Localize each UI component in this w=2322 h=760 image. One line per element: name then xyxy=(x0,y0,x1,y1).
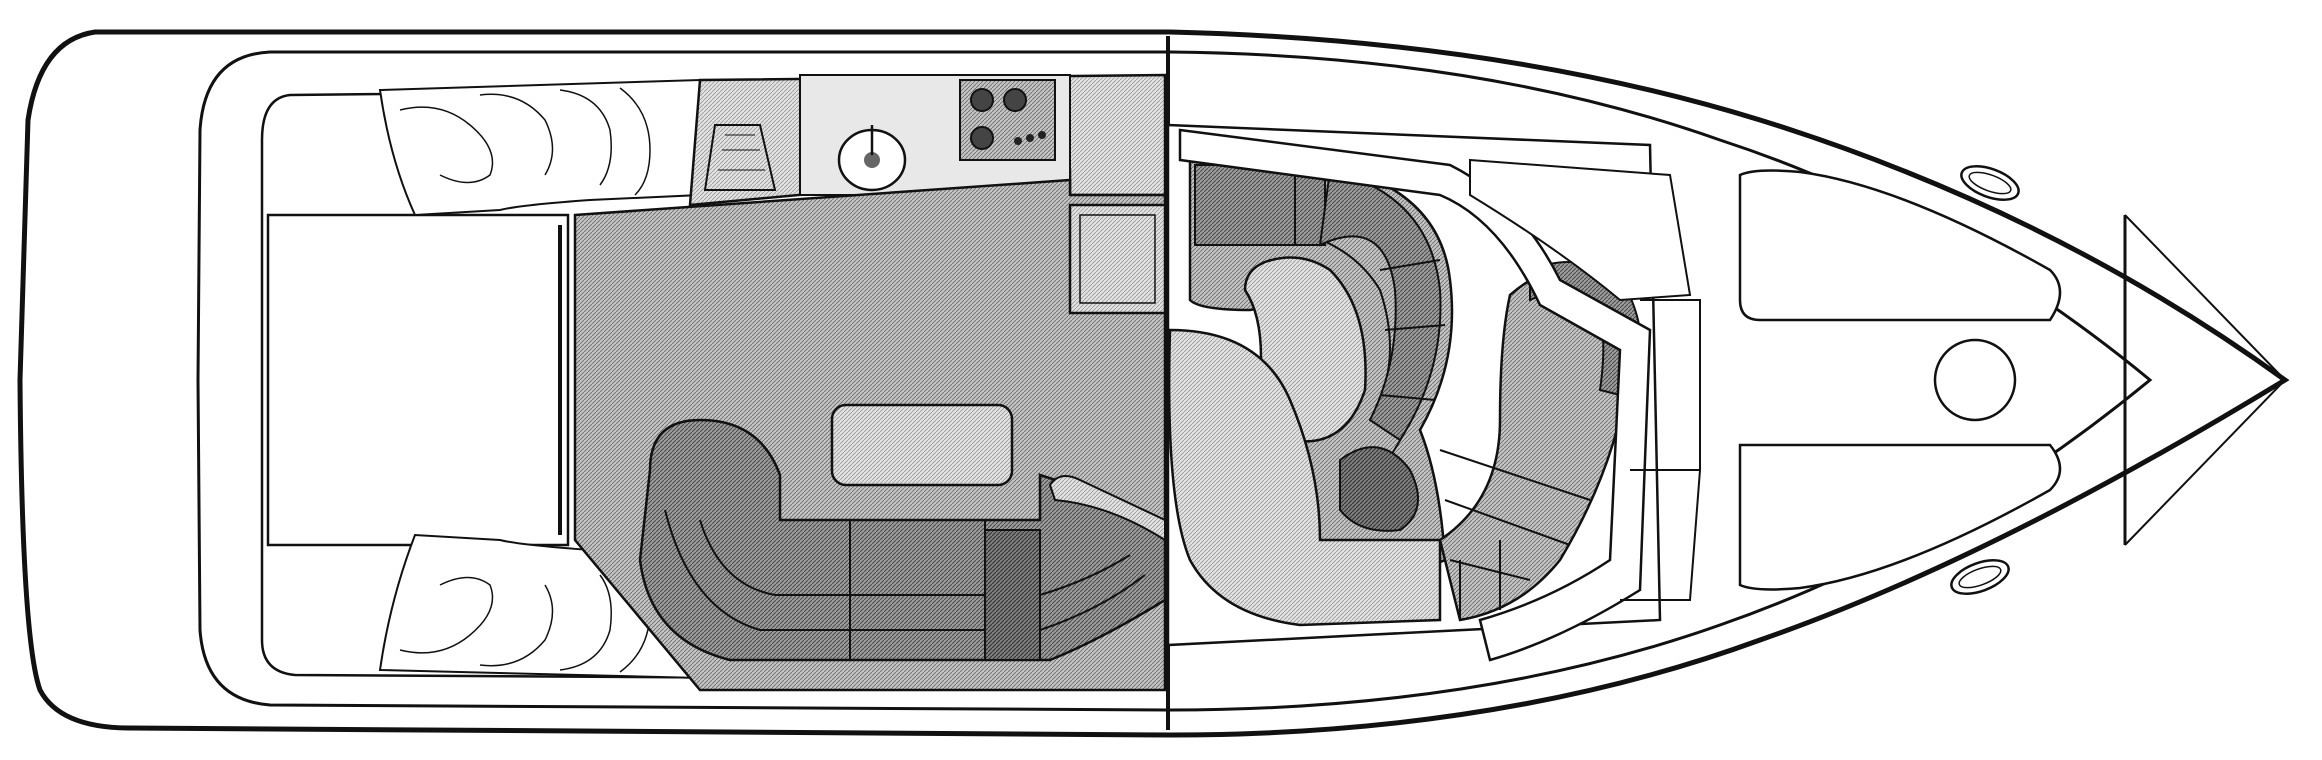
helm-lounge-curve xyxy=(1318,168,1442,442)
knob-1 xyxy=(1014,137,1022,145)
swim-platform xyxy=(266,213,570,547)
burner-1 xyxy=(970,88,994,112)
burner-2 xyxy=(1003,88,1027,112)
knob-3 xyxy=(1038,131,1046,139)
lounge-dark-cushion xyxy=(984,529,1041,661)
ice-box xyxy=(703,124,777,191)
helm-lower-lounge xyxy=(1167,328,1442,627)
refrigerator xyxy=(1068,203,1167,315)
foredeck-hatch-top xyxy=(1738,169,2062,322)
helm-dash xyxy=(1469,158,1692,302)
knob-2 xyxy=(1026,134,1034,142)
burner-3 xyxy=(970,126,994,150)
lounge-armrest xyxy=(1048,475,1166,542)
cockpit-table xyxy=(830,403,1014,487)
windshield xyxy=(1178,128,1652,662)
sunpad-cushion-top xyxy=(378,78,701,217)
bow-cleat-bottom xyxy=(1950,559,2010,595)
bow-cleat-top xyxy=(1960,165,2020,201)
foredeck-hatch-bottom xyxy=(1738,443,2062,591)
anchor-hatch xyxy=(1933,338,2017,422)
